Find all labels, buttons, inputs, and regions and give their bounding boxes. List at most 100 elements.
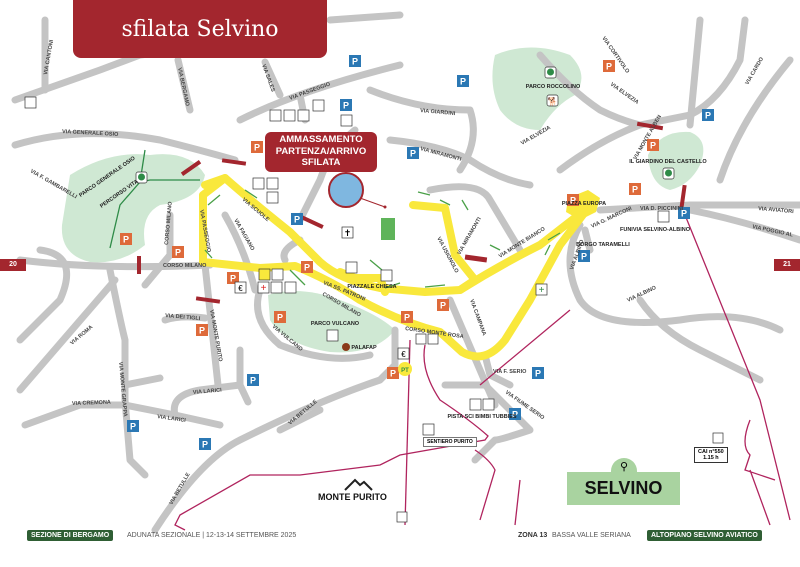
wifi-icon — [284, 281, 297, 294]
svg-text:P: P — [277, 313, 283, 323]
svg-text:FUNIVIA SELVINO-ALBINO: FUNIVIA SELVINO-ALBINO — [620, 227, 691, 233]
euro-icon — [397, 347, 410, 360]
svg-text:P: P — [343, 101, 349, 111]
svg-text:VIA CREMONA: VIA CREMONA — [72, 400, 111, 407]
svg-text:P: P — [460, 77, 466, 87]
parking-private: P P P P P P P P P P P P P P — [120, 60, 659, 379]
svg-text:P: P — [440, 301, 446, 311]
school-icon — [252, 177, 265, 190]
svg-text:VIA LARICI: VIA LARICI — [193, 387, 223, 396]
sentiero-purito-sign: SENTIERO PURITO — [423, 437, 477, 447]
svg-text:P: P — [390, 369, 396, 379]
svg-text:P: P — [404, 313, 410, 323]
svg-text:PALAFAP: PALAFAP — [351, 345, 377, 351]
route-direction-arrows — [204, 189, 561, 289]
info-icon — [258, 268, 271, 281]
cai-trail-number: CAI n°550 — [698, 449, 724, 455]
svg-text:+: + — [261, 283, 267, 294]
svg-text:PT: PT — [401, 368, 409, 374]
footer: SEZIONE DI BERGAMO ADUNATA SEZIONALE | 1… — [0, 530, 800, 544]
assembly-banner: AMMASSAMENTO PARTENZA/ARRIVO SFILATA — [265, 132, 377, 172]
section-badge: SEZIONE DI BERGAMO — [27, 530, 114, 541]
swimming-icon — [340, 114, 353, 127]
svg-text:PIAZZA EUROPA: PIAZZA EUROPA — [562, 201, 606, 207]
toilets-icon — [482, 398, 495, 411]
svg-text:P: P — [175, 248, 181, 258]
parco-generale-osio-area — [61, 154, 205, 263]
svg-text:P: P — [410, 149, 416, 159]
svg-text:VIA MONTE GRAPPA: VIA MONTE GRAPPA — [117, 362, 128, 417]
selvino-label: SELVINO — [567, 472, 680, 505]
event-dates: ADUNATA SEZIONALE | 12-13-14 SETTEMBRE 2… — [127, 532, 297, 539]
svg-text:P: P — [535, 369, 541, 379]
library-icon — [266, 177, 279, 190]
svg-text:VIA CARDO: VIA CARDO — [745, 56, 766, 86]
accessible-icon — [415, 333, 427, 345]
svg-text:VIA D. PICCININI: VIA D. PICCININI — [640, 206, 684, 212]
svg-text:P: P — [130, 422, 136, 432]
svg-text:VIA LARICI: VIA LARICI — [157, 414, 187, 424]
svg-text:VIA CAMPANA: VIA CAMPANA — [468, 299, 487, 337]
svg-text:CORSO MILANO: CORSO MILANO — [163, 263, 207, 269]
page-number-left: 20 — [0, 259, 26, 271]
football-field-icon — [381, 218, 395, 240]
monte-purito-label: MONTE PURITO — [318, 492, 387, 502]
svg-text:VIA ELVEZIA: VIA ELVEZIA — [609, 82, 640, 106]
svg-text:IL GIARDINO DEL CASTELLO: IL GIARDINO DEL CASTELLO — [629, 159, 707, 165]
dog-park-icon — [546, 94, 559, 107]
svg-text:P: P — [199, 326, 205, 336]
cinema-icon — [380, 269, 393, 282]
svg-text:VIA GIARDINI: VIA GIARDINI — [420, 108, 456, 117]
church-icon — [341, 226, 354, 239]
giardino-castello-area — [648, 131, 704, 190]
map-title: sfilata Selvino — [73, 0, 327, 58]
svg-text:P: P — [705, 111, 711, 121]
location-pin-icon: ⚲ — [611, 458, 637, 474]
ski-icon — [469, 398, 482, 411]
svg-text:€: € — [401, 350, 406, 359]
minigolf-icon — [283, 109, 296, 122]
cai-trail-time: 1.15 h — [703, 455, 719, 461]
svg-text:P: P — [254, 143, 260, 153]
euro-icon — [234, 281, 247, 294]
svg-text:PARCO ROCCOLINO: PARCO ROCCOLINO — [526, 84, 581, 90]
svg-text:P: P — [512, 410, 518, 420]
mountain-icon — [344, 478, 373, 491]
svg-text:P: P — [304, 263, 310, 273]
svg-text:€: € — [238, 284, 243, 293]
svg-text:P: P — [230, 274, 236, 284]
svg-text:P: P — [581, 252, 587, 262]
page-number-right: 21 — [774, 259, 800, 271]
hiker-icon — [422, 423, 435, 436]
event-poster-icon — [328, 172, 364, 208]
road-network — [11, 11, 800, 534]
road-closures — [137, 121, 687, 304]
hiker-icon — [712, 432, 724, 444]
palafap-icon — [342, 343, 350, 351]
svg-text:P: P — [570, 196, 576, 206]
parco-roccolino-area — [492, 47, 582, 130]
cai-trail-sign: CAI n°550 1.15 h — [694, 447, 728, 463]
svg-text:P: P — [681, 209, 687, 219]
svg-text:P: P — [250, 376, 256, 386]
banner-line: SFILATA — [301, 157, 341, 168]
zone-number: ZONA 13 — [518, 532, 548, 539]
banner-line: AMMASSAMENTO — [279, 134, 363, 145]
zone-name: BASSA VALLE SERIANA — [552, 532, 631, 539]
svg-text:BORGO TARAMELLI: BORGO TARAMELLI — [576, 242, 630, 248]
svg-text:P: P — [294, 215, 300, 225]
playground-icon — [326, 329, 339, 342]
svg-text:PISTA SCI BIMBI TUBBIES: PISTA SCI BIMBI TUBBIES — [447, 414, 516, 420]
svg-text:P: P — [606, 62, 612, 72]
plateau-badge: ALTOPIANO SELVINO AVIATICO — [647, 530, 762, 541]
poi-icons: ✝ 🐕 € + € + — [24, 66, 724, 523]
svg-text:VIA PASSEGGIO: VIA PASSEGGIO — [289, 81, 332, 102]
cable-car-icon — [657, 210, 670, 223]
wifi-icon — [266, 191, 279, 204]
banner-line: PARTENZA/ARRIVO — [275, 145, 367, 157]
svg-text:PIAZZALE CHIESA: PIAZZALE CHIESA — [347, 284, 396, 290]
svg-text:🐕: 🐕 — [548, 96, 558, 106]
museum-icon — [271, 268, 284, 281]
svg-text:P: P — [352, 57, 358, 67]
